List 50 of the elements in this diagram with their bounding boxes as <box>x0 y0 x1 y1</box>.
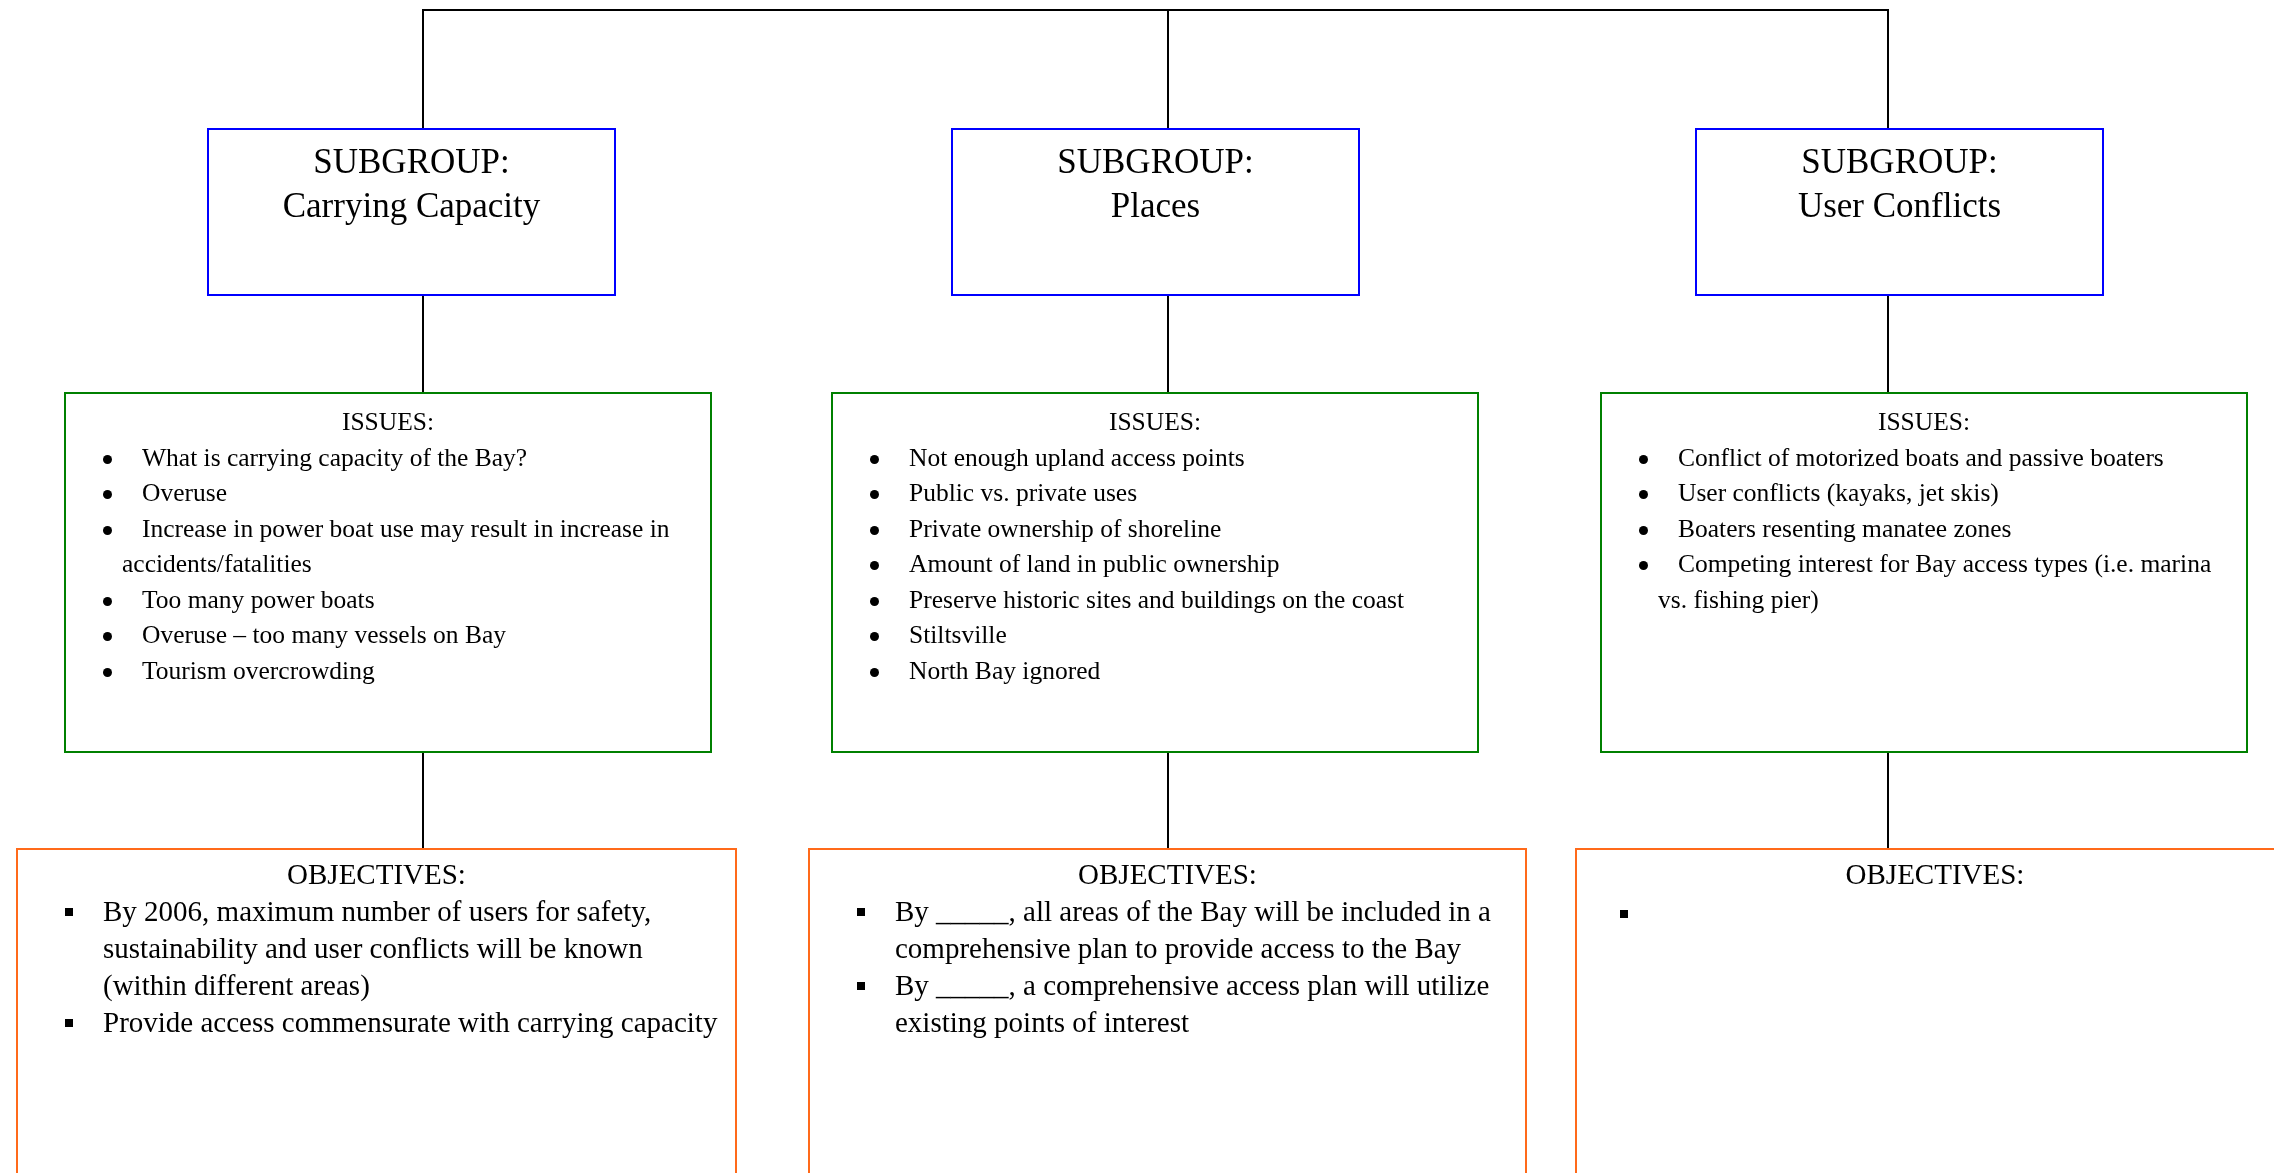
bullet-item: Tourism overcrowding <box>76 652 700 688</box>
subgroup-heading: SUBGROUP: <box>312 141 511 183</box>
connector-line <box>422 295 424 393</box>
bullet-item: Public vs. private uses <box>843 475 1467 511</box>
bullet-item: Provide access commensurate with carrying capacity <box>28 1004 725 1041</box>
bullet-item: Competing interest for Bay access types (i.e. marina vs. fishing pier) <box>1612 546 2236 617</box>
bullet-item: Too many power boats <box>76 581 700 617</box>
bullet-item: By _____, a comprehensive access plan will utilize existing points of interest <box>820 967 1515 1041</box>
box-heading: ISSUES: <box>1107 406 1203 438</box>
subgroup-name: Carrying Capacity <box>281 185 542 227</box>
objectives-box <box>1575 848 2274 1173</box>
bullet-item: User conflicts (kayaks, jet skis) <box>1612 475 2236 511</box>
bullet-item: Conflict of motorized boats and passive boaters <box>1612 439 2236 475</box>
connector-line <box>1167 295 1169 393</box>
box-heading: ISSUES: <box>340 406 436 438</box>
issues-box <box>1600 392 2248 753</box>
bullet-item: By 2006, maximum number of users for safety, sustainability and user conflicts will be known (within different areas) <box>28 893 725 1004</box>
bullet-item: Increase in power boat use may result in increase in accidents/fatalities <box>76 510 700 582</box>
bullet-item: Stiltsville <box>843 617 1467 653</box>
bullet-item: Amount of land in public ownership <box>843 546 1467 582</box>
bullet-item: Overuse <box>76 475 700 511</box>
subgroup-heading: SUBGROUP: <box>1800 141 1999 183</box>
issues-box <box>64 392 712 753</box>
bullet-item: Not enough upland access points <box>843 439 1467 475</box>
objectives-box <box>16 848 737 1173</box>
box-heading: OBJECTIVES: <box>1077 857 1258 892</box>
subgroup-name: Places <box>1109 185 1202 227</box>
subgroup-box <box>207 128 616 296</box>
subgroup-name: User Conflicts <box>1796 185 2003 227</box>
subgroup-heading: SUBGROUP: <box>1056 141 1255 183</box>
connector-line <box>1167 9 1889 129</box>
subgroup-box <box>951 128 1360 296</box>
bullet-item: What is carrying capacity of the Bay? <box>76 439 700 475</box>
bullet-item: Preserve historic sites and buildings on the coast <box>843 581 1467 617</box>
connector-line <box>1887 752 1889 849</box>
bullet-item: Boaters resenting manatee zones <box>1612 510 2236 546</box>
connector-line <box>1887 295 1889 393</box>
connector-line <box>1167 752 1169 849</box>
bullet-item: By _____, all areas of the Bay will be included in a comprehensive plan to provide access to the Bay <box>820 893 1515 967</box>
connector-line <box>422 9 1169 129</box>
bullet-item: Overuse – too many vessels on Bay <box>76 617 700 653</box>
subgroup-box <box>1695 128 2104 296</box>
box-heading: ISSUES: <box>1876 406 1972 438</box>
issues-box <box>831 392 1479 753</box>
bullet-item: Private ownership of shoreline <box>843 510 1467 546</box>
bullet-item: North Bay ignored <box>843 652 1467 688</box>
objectives-box <box>808 848 1527 1173</box>
connector-line <box>422 752 424 849</box>
box-heading: OBJECTIVES: <box>1844 857 2026 892</box>
box-heading: OBJECTIVES: <box>286 857 467 892</box>
